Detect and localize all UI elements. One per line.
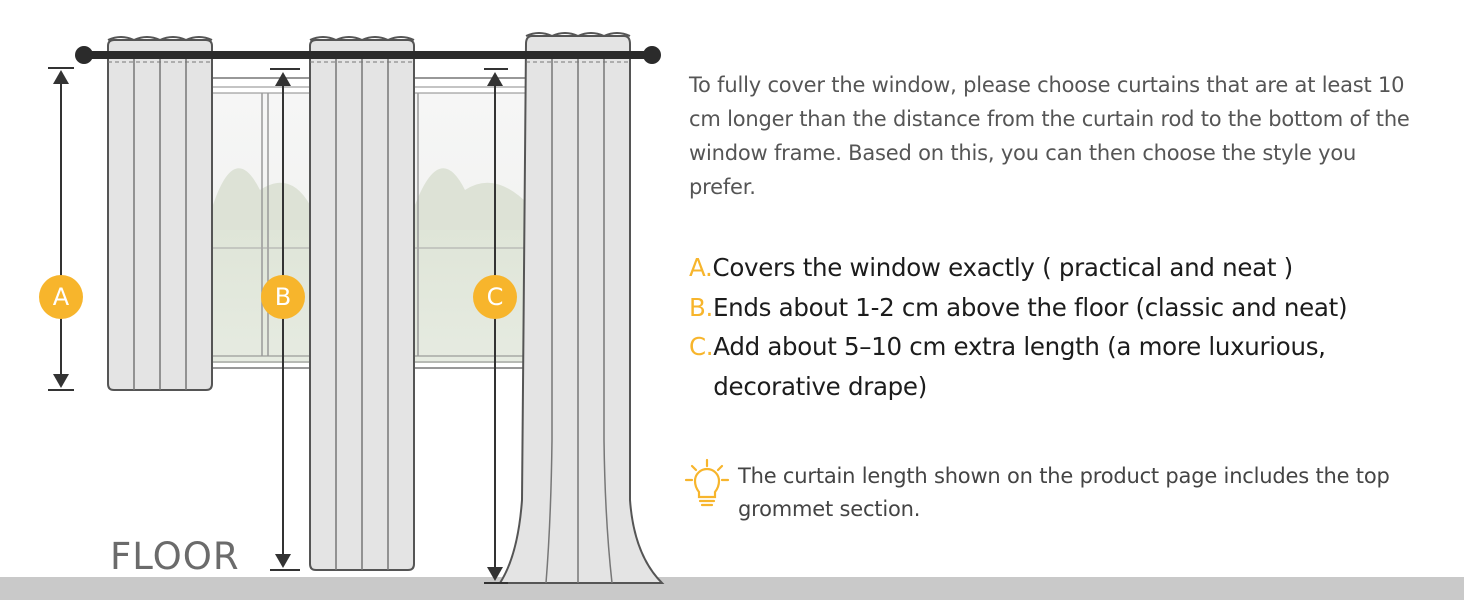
curtain-b — [309, 36, 415, 571]
tip-note: The curtain length shown on the product … — [683, 458, 1443, 526]
tip-text: The curtain length shown on the product … — [738, 464, 1390, 521]
option-a: A. Covers the window exactly ( practical… — [689, 248, 1429, 288]
option-text: Covers the window exactly ( practical an… — [712, 253, 1294, 282]
curtain-illustration — [48, 32, 665, 584]
intro-paragraph: To fully cover the window, please choose… — [689, 73, 1410, 199]
badge-b: B — [261, 275, 305, 319]
lightbulb-icon — [684, 458, 730, 507]
measure-c — [484, 68, 508, 584]
curtain-a — [107, 36, 213, 391]
badge-c: C — [473, 275, 517, 319]
length-options: A. Covers the window exactly ( practical… — [689, 248, 1429, 406]
floor-band — [0, 577, 1464, 600]
badge-a: A — [39, 275, 83, 319]
measure-b — [270, 68, 300, 571]
option-b: B. Ends about 1-2 cm above the floor (cl… — [689, 288, 1429, 328]
option-letter: A. — [689, 253, 713, 282]
option-letter: B. — [689, 292, 713, 322]
option-letter: C. — [689, 332, 714, 361]
measure-a — [48, 67, 74, 391]
option-text: Ends about 1-2 cm above the floor (class… — [713, 292, 1348, 322]
option-text: Add about 5–10 cm extra length (a more l… — [713, 332, 1326, 401]
floor-label: FLOOR — [110, 535, 240, 578]
curtain-c — [498, 32, 665, 584]
option-c: C. Add about 5–10 cm extra length (a mor… — [689, 327, 1429, 406]
curtain-rod — [75, 46, 661, 64]
